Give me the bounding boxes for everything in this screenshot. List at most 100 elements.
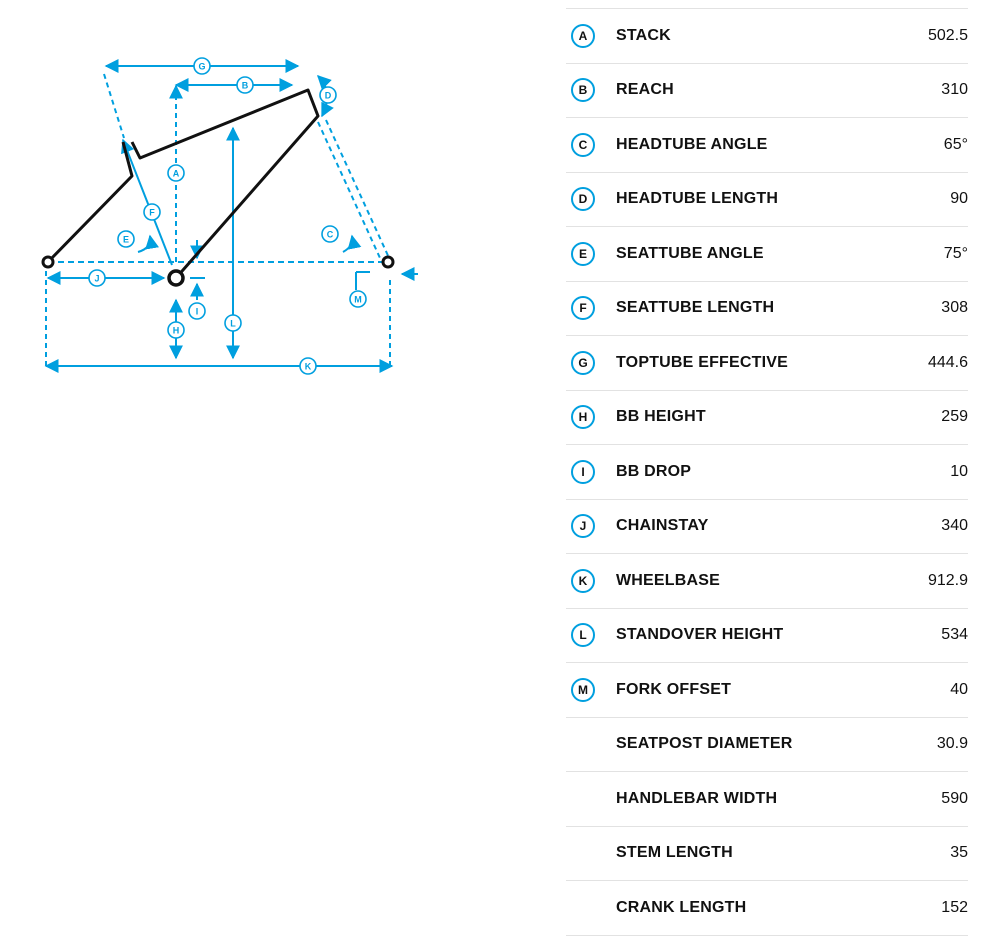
geometry-label: CRANK LENGTH — [616, 898, 747, 916]
geometry-value: 65° — [943, 135, 968, 153]
geometry-value: 310 — [941, 81, 968, 99]
letter-badge: B — [571, 78, 595, 103]
geometry-value: 10 — [950, 462, 968, 480]
letter-badge: D — [571, 187, 595, 212]
badge-slot — [566, 729, 616, 759]
geometry-row: CRANK LENGTH 152 — [566, 881, 968, 936]
badge-slot — [566, 838, 616, 868]
bottom-bracket — [167, 269, 185, 287]
diagram-badge-f: F — [143, 203, 161, 221]
geometry-row: M FORK OFFSET 40 — [566, 663, 968, 718]
letter-badge: H — [571, 405, 595, 430]
svg-text:I: I — [196, 307, 199, 317]
geometry-label: STEM LENGTH — [616, 844, 733, 862]
geometry-row: E SEATTUBE ANGLE 75° — [566, 227, 968, 282]
geometry-value: 534 — [941, 626, 968, 644]
geometry-value: 259 — [941, 408, 968, 426]
frame-geometry-diagram: A B C D E F G H I J K L M — [41, 57, 418, 375]
geometry-value: 308 — [941, 299, 968, 317]
rear-axle — [41, 255, 55, 269]
diagram-badge-m: M — [349, 290, 367, 308]
geometry-label: CHAINSTAY — [616, 517, 709, 535]
geometry-label: STANDOVER HEIGHT — [616, 626, 784, 644]
geometry-value: 502.5 — [927, 26, 968, 44]
geometry-value: 444.6 — [927, 353, 968, 371]
letter-badge: J — [571, 514, 595, 539]
badge-slot: C — [566, 130, 616, 160]
geometry-value: 30.9 — [936, 735, 968, 753]
geometry-label: SEATTUBE ANGLE — [616, 244, 764, 262]
geometry-row: H BB HEIGHT 259 — [566, 391, 968, 445]
badge-slot — [566, 893, 616, 923]
front-axle — [381, 255, 395, 269]
geometry-row: B REACH 310 — [566, 64, 968, 118]
badge-slot: K — [566, 566, 616, 596]
geometry-value: 75° — [943, 244, 968, 262]
diagram-badge-i: I — [188, 302, 206, 320]
badge-slot: H — [566, 402, 616, 432]
letter-badge: F — [571, 296, 595, 321]
diagram-badge-d: D — [319, 86, 337, 104]
geometry-row: STEM LENGTH 35 — [566, 827, 968, 881]
svg-text:J: J — [94, 274, 99, 284]
geometry-label: BB DROP — [616, 462, 692, 480]
letter-badge: C — [571, 132, 595, 157]
geometry-label: TOPTUBE EFFECTIVE — [616, 353, 789, 371]
svg-text:G: G — [198, 62, 205, 72]
geometry-value: 35 — [950, 844, 968, 862]
svg-text:D: D — [325, 91, 332, 101]
diagram-badge-h: H — [167, 321, 185, 339]
geometry-label: BB HEIGHT — [616, 408, 706, 426]
letter-badge: L — [571, 623, 595, 648]
diagram-letter-badges: A B C D E F G H I J K L M — [88, 57, 367, 375]
badge-slot: M — [566, 675, 616, 705]
geometry-row: F SEATTUBE LENGTH 308 — [566, 282, 968, 336]
geometry-label: SEATPOST DIAMETER — [616, 735, 793, 753]
letter-badge: M — [571, 677, 595, 702]
geometry-label: SEATTUBE LENGTH — [616, 299, 775, 317]
svg-text:M: M — [354, 295, 362, 305]
bike-frame — [46, 88, 320, 279]
geometry-label: REACH — [616, 81, 674, 99]
letter-badge: A — [571, 23, 595, 48]
geometry-value: 590 — [941, 789, 968, 807]
badge-slot: D — [566, 184, 616, 214]
geometry-row: I BB DROP 10 — [566, 445, 968, 500]
badge-slot: F — [566, 293, 616, 323]
geometry-label: HEADTUBE LENGTH — [616, 190, 779, 208]
diagram-badge-k: K — [299, 357, 317, 375]
geometry-row: G TOPTUBE EFFECTIVE 444.6 — [566, 336, 968, 391]
diagram-badge-j: J — [88, 269, 106, 287]
badge-slot — [566, 784, 616, 814]
badge-slot: I — [566, 457, 616, 487]
badge-slot: A — [566, 21, 616, 51]
letter-badge: G — [571, 350, 595, 375]
geometry-row: A STACK 502.5 — [566, 9, 968, 64]
badge-slot: G — [566, 348, 616, 378]
badge-slot: L — [566, 620, 616, 650]
geometry-value: 152 — [941, 898, 968, 916]
letter-badge: E — [571, 241, 595, 266]
svg-text:B: B — [242, 81, 249, 91]
geometry-row: L STANDOVER HEIGHT 534 — [566, 609, 968, 663]
svg-text:A: A — [173, 169, 180, 179]
svg-text:C: C — [327, 230, 334, 240]
geometry-row: SEATPOST DIAMETER 30.9 — [566, 718, 968, 772]
badge-slot: J — [566, 511, 616, 541]
diagram-badge-a: A — [167, 164, 185, 182]
geometry-label: STACK — [616, 26, 671, 44]
badge-slot: B — [566, 75, 616, 105]
diagram-badge-e: E — [117, 230, 135, 248]
geometry-value: 40 — [950, 680, 968, 698]
letter-badge: I — [571, 459, 595, 484]
geometry-label: FORK OFFSET — [616, 680, 732, 698]
svg-text:L: L — [230, 319, 236, 329]
svg-text:E: E — [123, 235, 129, 245]
diagram-badge-c: C — [321, 225, 339, 243]
diagram-badge-l: L — [224, 314, 242, 332]
